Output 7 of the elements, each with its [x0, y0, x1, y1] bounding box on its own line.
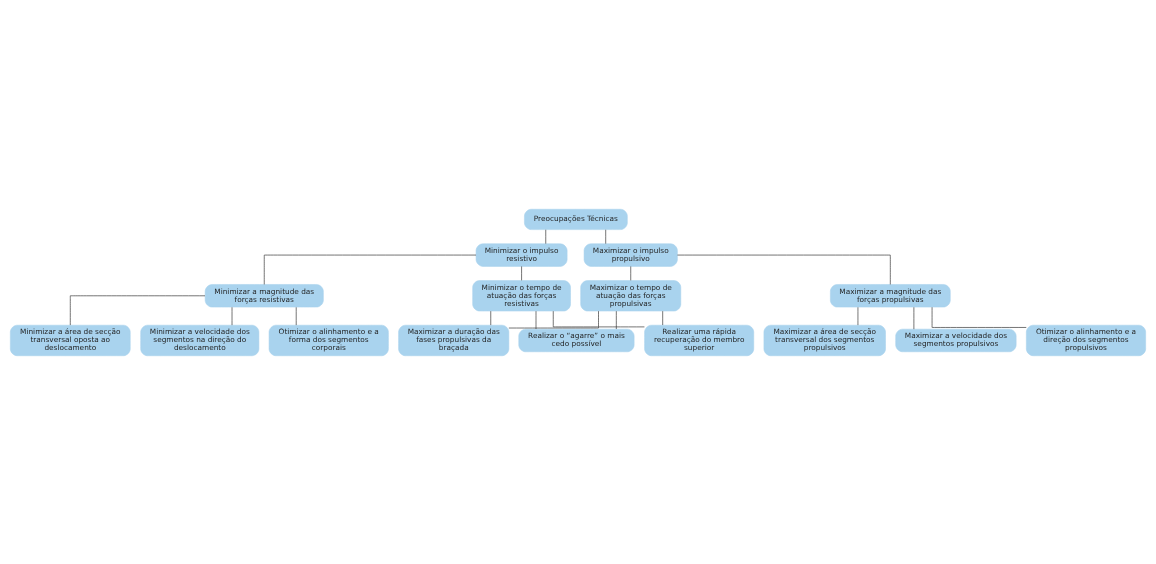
connector — [552, 310, 645, 327]
connector — [263, 254, 477, 285]
connector — [521, 265, 522, 281]
connector — [508, 310, 599, 328]
connector — [931, 306, 1027, 328]
connector — [535, 310, 537, 329]
connector — [616, 310, 617, 329]
